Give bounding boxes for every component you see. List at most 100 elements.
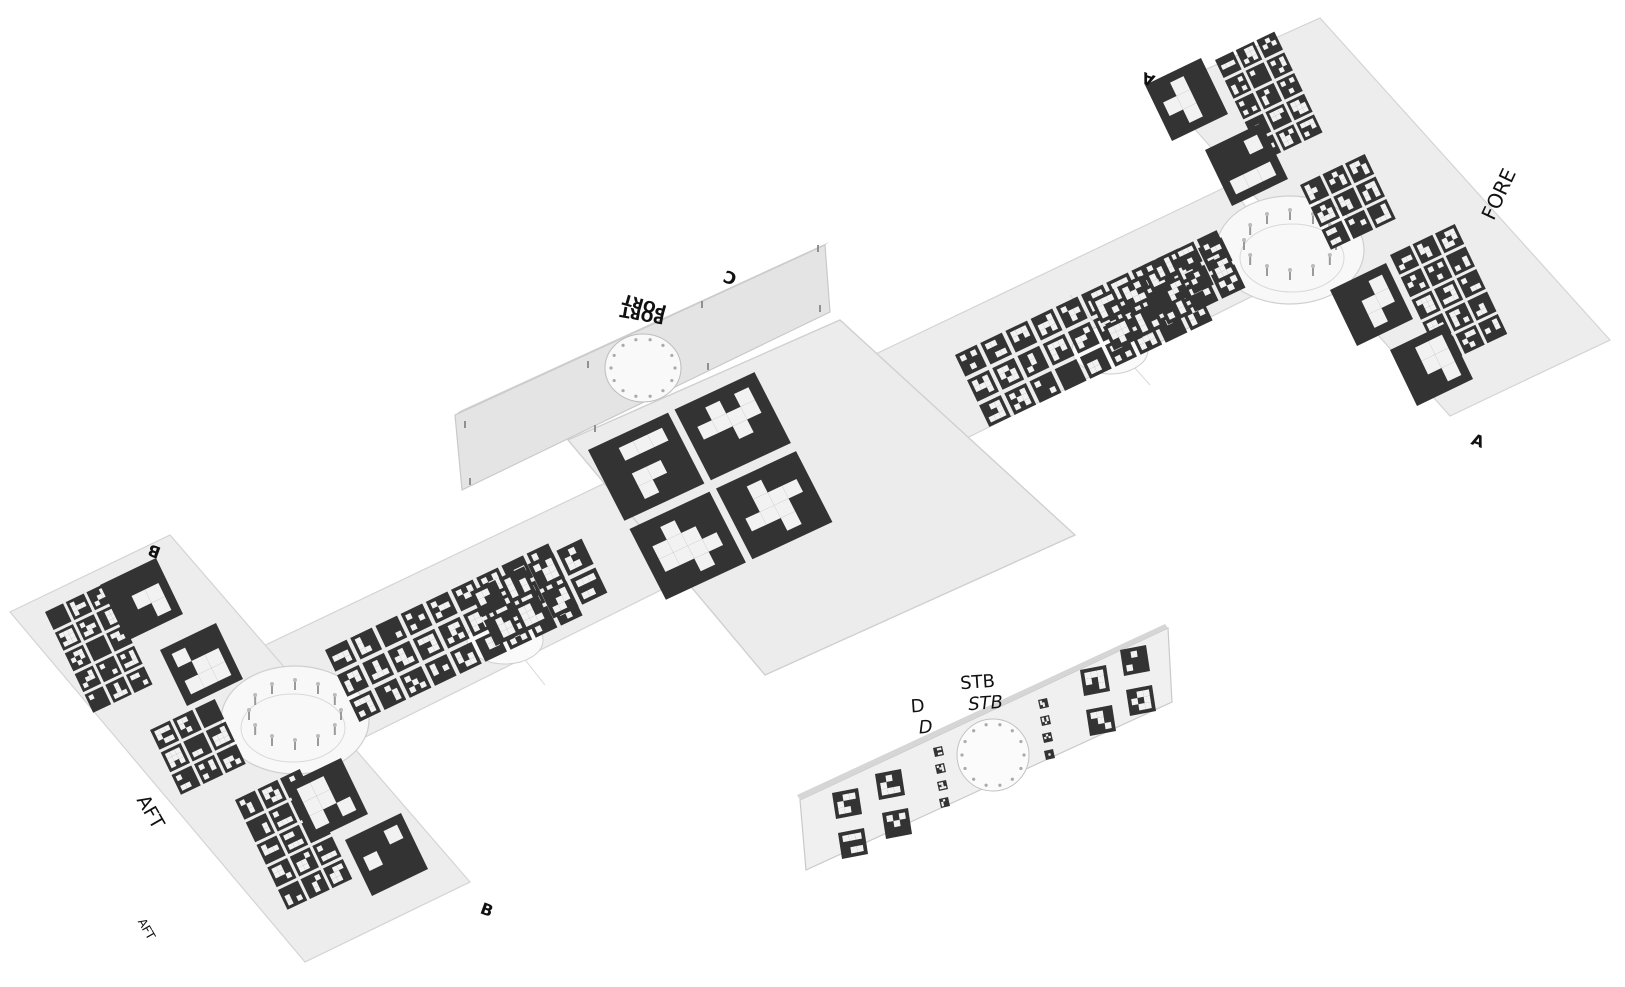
fiducial-marker [425,591,458,624]
fiducial-marker [1117,275,1152,311]
fiducial-marker [437,616,470,649]
fiducial-marker [1224,72,1252,99]
marker-clusters [45,31,1508,910]
fiducial-marker [289,847,320,877]
fiducial-marker [935,763,946,774]
fiducial-marker [125,666,153,694]
fiducial-marker [629,491,746,600]
fiducial-marker [1265,103,1292,131]
fiducial-marker [1150,252,1180,282]
fiducial-marker [1276,73,1303,100]
fiducial-marker [1030,308,1063,341]
fiducial-marker [95,655,122,683]
fiducial-marker [1423,257,1453,287]
fiducial-marker [279,824,309,855]
fiducial-marker [674,372,791,481]
fiducial-marker [1245,62,1273,89]
left-hole-inner [240,693,346,763]
fiducial-marker [1330,263,1413,346]
fiducial-marker [556,538,594,576]
fiducial-marker [1322,164,1352,195]
fiducial-marker [1196,230,1227,260]
port-panel-edge [455,242,829,415]
fiducial-marker [1390,323,1473,406]
fiducial-marker [1005,320,1038,353]
fiducial-marker [470,579,508,618]
label-fore: FORE [1476,165,1520,224]
fiducial-marker [375,615,408,648]
fiducial-marker [84,686,112,713]
fiducial-marker [399,666,432,698]
label-b-bottom: B [478,899,496,921]
port-panel-hole [604,333,682,403]
fiducial-marker [882,808,912,839]
fiducial-marker [1310,198,1341,228]
fiducial-marker [105,676,132,703]
fiducial-marker [1355,176,1386,206]
label-d-1: D [910,696,925,718]
fiducial-marker [1038,698,1049,709]
starboard-side-panel [797,624,1173,871]
fiducial-marker [1345,154,1375,184]
fiducial-marker [967,369,999,402]
fiducial-marker [1445,246,1476,276]
fiducial-marker [1017,345,1050,378]
fiducial-marker [285,758,368,841]
fiducial-marker [716,451,833,560]
fiducial-marker [992,357,1025,390]
fiducial-marker [1366,199,1396,229]
fiducial-marker [512,595,550,633]
fiducial-marker [570,567,608,605]
fiducial-marker [498,566,537,604]
fiducial-marker [1456,269,1486,299]
fiducial-marker [337,664,369,697]
fiducial-marker [1434,279,1464,310]
right-hole-inner [1239,223,1345,293]
fiducial-marker [268,802,298,832]
fiducial-marker [374,678,407,710]
fiducial-marker [245,813,276,843]
fiducial-marker [1173,241,1203,271]
fiducial-marker [45,603,72,630]
fiducial-marker [150,720,180,750]
fiducial-marker [1042,732,1053,743]
fiducial-marker [312,836,342,866]
fiducial-marker [588,412,705,521]
fiducial-marker [939,797,950,808]
fiducial-marker [183,732,213,762]
fiducial-marker [256,835,286,865]
fiducial-marker [160,743,191,773]
stb-panel-markers [832,645,1156,859]
fiducial-marker [349,690,381,722]
stb-panel-hole [956,718,1030,792]
fiducial-marker [1478,314,1508,344]
fiducial-marker [1120,645,1150,676]
fiducial-marker [216,744,246,774]
stb-panel-edge [797,624,1168,800]
fiducial-marker [1054,358,1087,391]
fiducial-marker [1079,346,1112,379]
fiducial-marker [1055,296,1088,329]
fiducial-marker [195,699,225,729]
fiducial-marker [838,828,868,859]
fiducial-marker [1004,383,1037,415]
fiducial-marker [85,634,113,662]
fiducial-marker [1412,234,1442,265]
fiducial-marker [160,623,243,706]
port-side-panel [454,242,831,491]
label-stb-2: STB [968,692,1004,715]
fiducial-marker [267,858,297,888]
fiducial-marker [1256,31,1283,59]
stb-panel-bolts [960,723,1026,787]
fiducial-marker [1067,321,1100,354]
label-a-bottom: A [1469,430,1488,452]
fiducial-marker [1333,187,1363,217]
fiducial-marker [345,813,428,896]
port-panel-bolts [464,245,821,485]
fiducial-marker [54,624,82,651]
fiducial-marker [1266,52,1293,79]
label-d-2: D [918,717,933,739]
fiducial-marker [172,709,202,740]
fiducial-marker [300,869,330,900]
fiducial-marker [1275,124,1302,151]
